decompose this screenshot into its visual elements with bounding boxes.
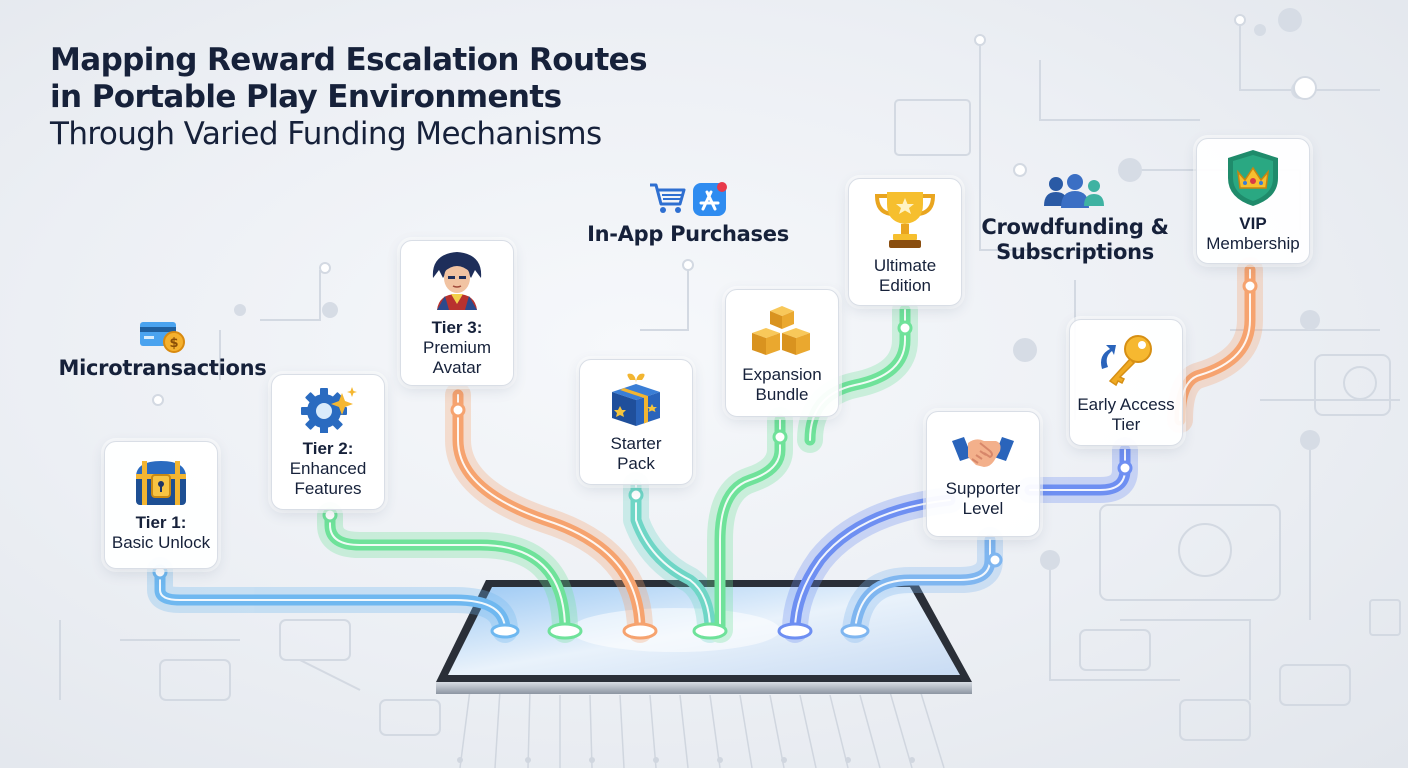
shopping-cart-icon — [650, 183, 686, 213]
card-tier2-line2: Features — [294, 479, 362, 498]
crown-shield-icon — [1228, 150, 1278, 206]
gear-sparkle-icon — [301, 387, 357, 433]
card-expansion-line1: Expansion — [742, 365, 822, 384]
card-ultimate-line1: Ultimate — [873, 256, 937, 275]
key-icon — [1101, 334, 1152, 386]
tablet-device — [436, 580, 972, 694]
card-tier2-enhanced-features[interactable]: Tier 2: Enhanced Features — [271, 374, 385, 510]
category-microtransactions: Microtransactions — [58, 356, 267, 380]
card-starter-pack[interactable]: Starter Pack — [579, 359, 693, 485]
avatar-character-icon — [432, 252, 482, 310]
treasure-chest-lock-icon — [136, 461, 186, 505]
people-group-icon — [1044, 174, 1104, 208]
card-ultimate-edition[interactable]: Ultimate Edition — [848, 178, 962, 306]
category-crowdfunding-line-2: Subscriptions — [996, 240, 1154, 264]
card-supporter-line1: Supporter — [945, 479, 1021, 498]
card-supporter-line2: Level — [962, 499, 1004, 518]
page-title: Mapping Reward Escalation Routes in Port… — [50, 42, 648, 153]
gift-box-icon — [612, 373, 660, 426]
category-crowdfunding-line-1: Crowdfunding & — [981, 215, 1169, 239]
card-tier3-line1: Premium — [422, 338, 491, 357]
card-tier1-sub: Basic Unlock — [111, 533, 211, 552]
card-supporter-level[interactable]: Supporter Level — [926, 411, 1040, 537]
stacked-boxes-icon — [752, 306, 810, 355]
category-crowdfunding: Crowdfunding & Subscriptions — [975, 215, 1175, 265]
title-line-3: Through Varied Funding Mechanisms — [50, 116, 602, 152]
category-in-app-purchases: In-App Purchases — [587, 222, 789, 246]
card-early-access-tier[interactable]: Early Access Tier — [1069, 319, 1183, 446]
card-ultimate-line2: Edition — [879, 276, 931, 295]
card-early-line2: Tier — [1111, 414, 1141, 434]
tablet-connection-nodes — [490, 622, 870, 640]
trophy-icon — [874, 192, 936, 248]
card-tier3-premium-avatar[interactable]: Tier 3: Premium Avatar — [400, 240, 514, 386]
credit-card-coin-icon: $ — [140, 322, 185, 353]
title-line-2: in Portable Play Environments — [50, 79, 562, 115]
card-early-line1: Early Access — [1077, 394, 1175, 414]
handshake-icon — [952, 437, 1014, 467]
card-vip-sub: Membership — [1206, 234, 1300, 253]
card-tier2-title: Tier 2: — [302, 439, 354, 458]
card-tier2-line1: Enhanced — [289, 459, 367, 478]
card-expansion-line2: Bundle — [755, 385, 809, 404]
svg-text:$: $ — [169, 336, 178, 351]
card-vip-membership[interactable]: VIP Membership — [1196, 138, 1310, 264]
card-vip-title: VIP — [1239, 214, 1267, 233]
card-expansion-bundle[interactable]: Expansion Bundle — [725, 289, 839, 417]
card-tier1-basic-unlock[interactable]: Tier 1: Basic Unlock — [104, 441, 218, 569]
card-tier3-title: Tier 3: — [431, 318, 483, 337]
title-line-1: Mapping Reward Escalation Routes — [50, 42, 648, 78]
card-tier3-line2: Avatar — [432, 358, 482, 377]
app-store-icon — [693, 182, 727, 216]
card-starter-line1: Starter — [610, 434, 662, 453]
card-tier1-title: Tier 1: — [135, 513, 187, 532]
card-starter-line2: Pack — [617, 454, 655, 473]
